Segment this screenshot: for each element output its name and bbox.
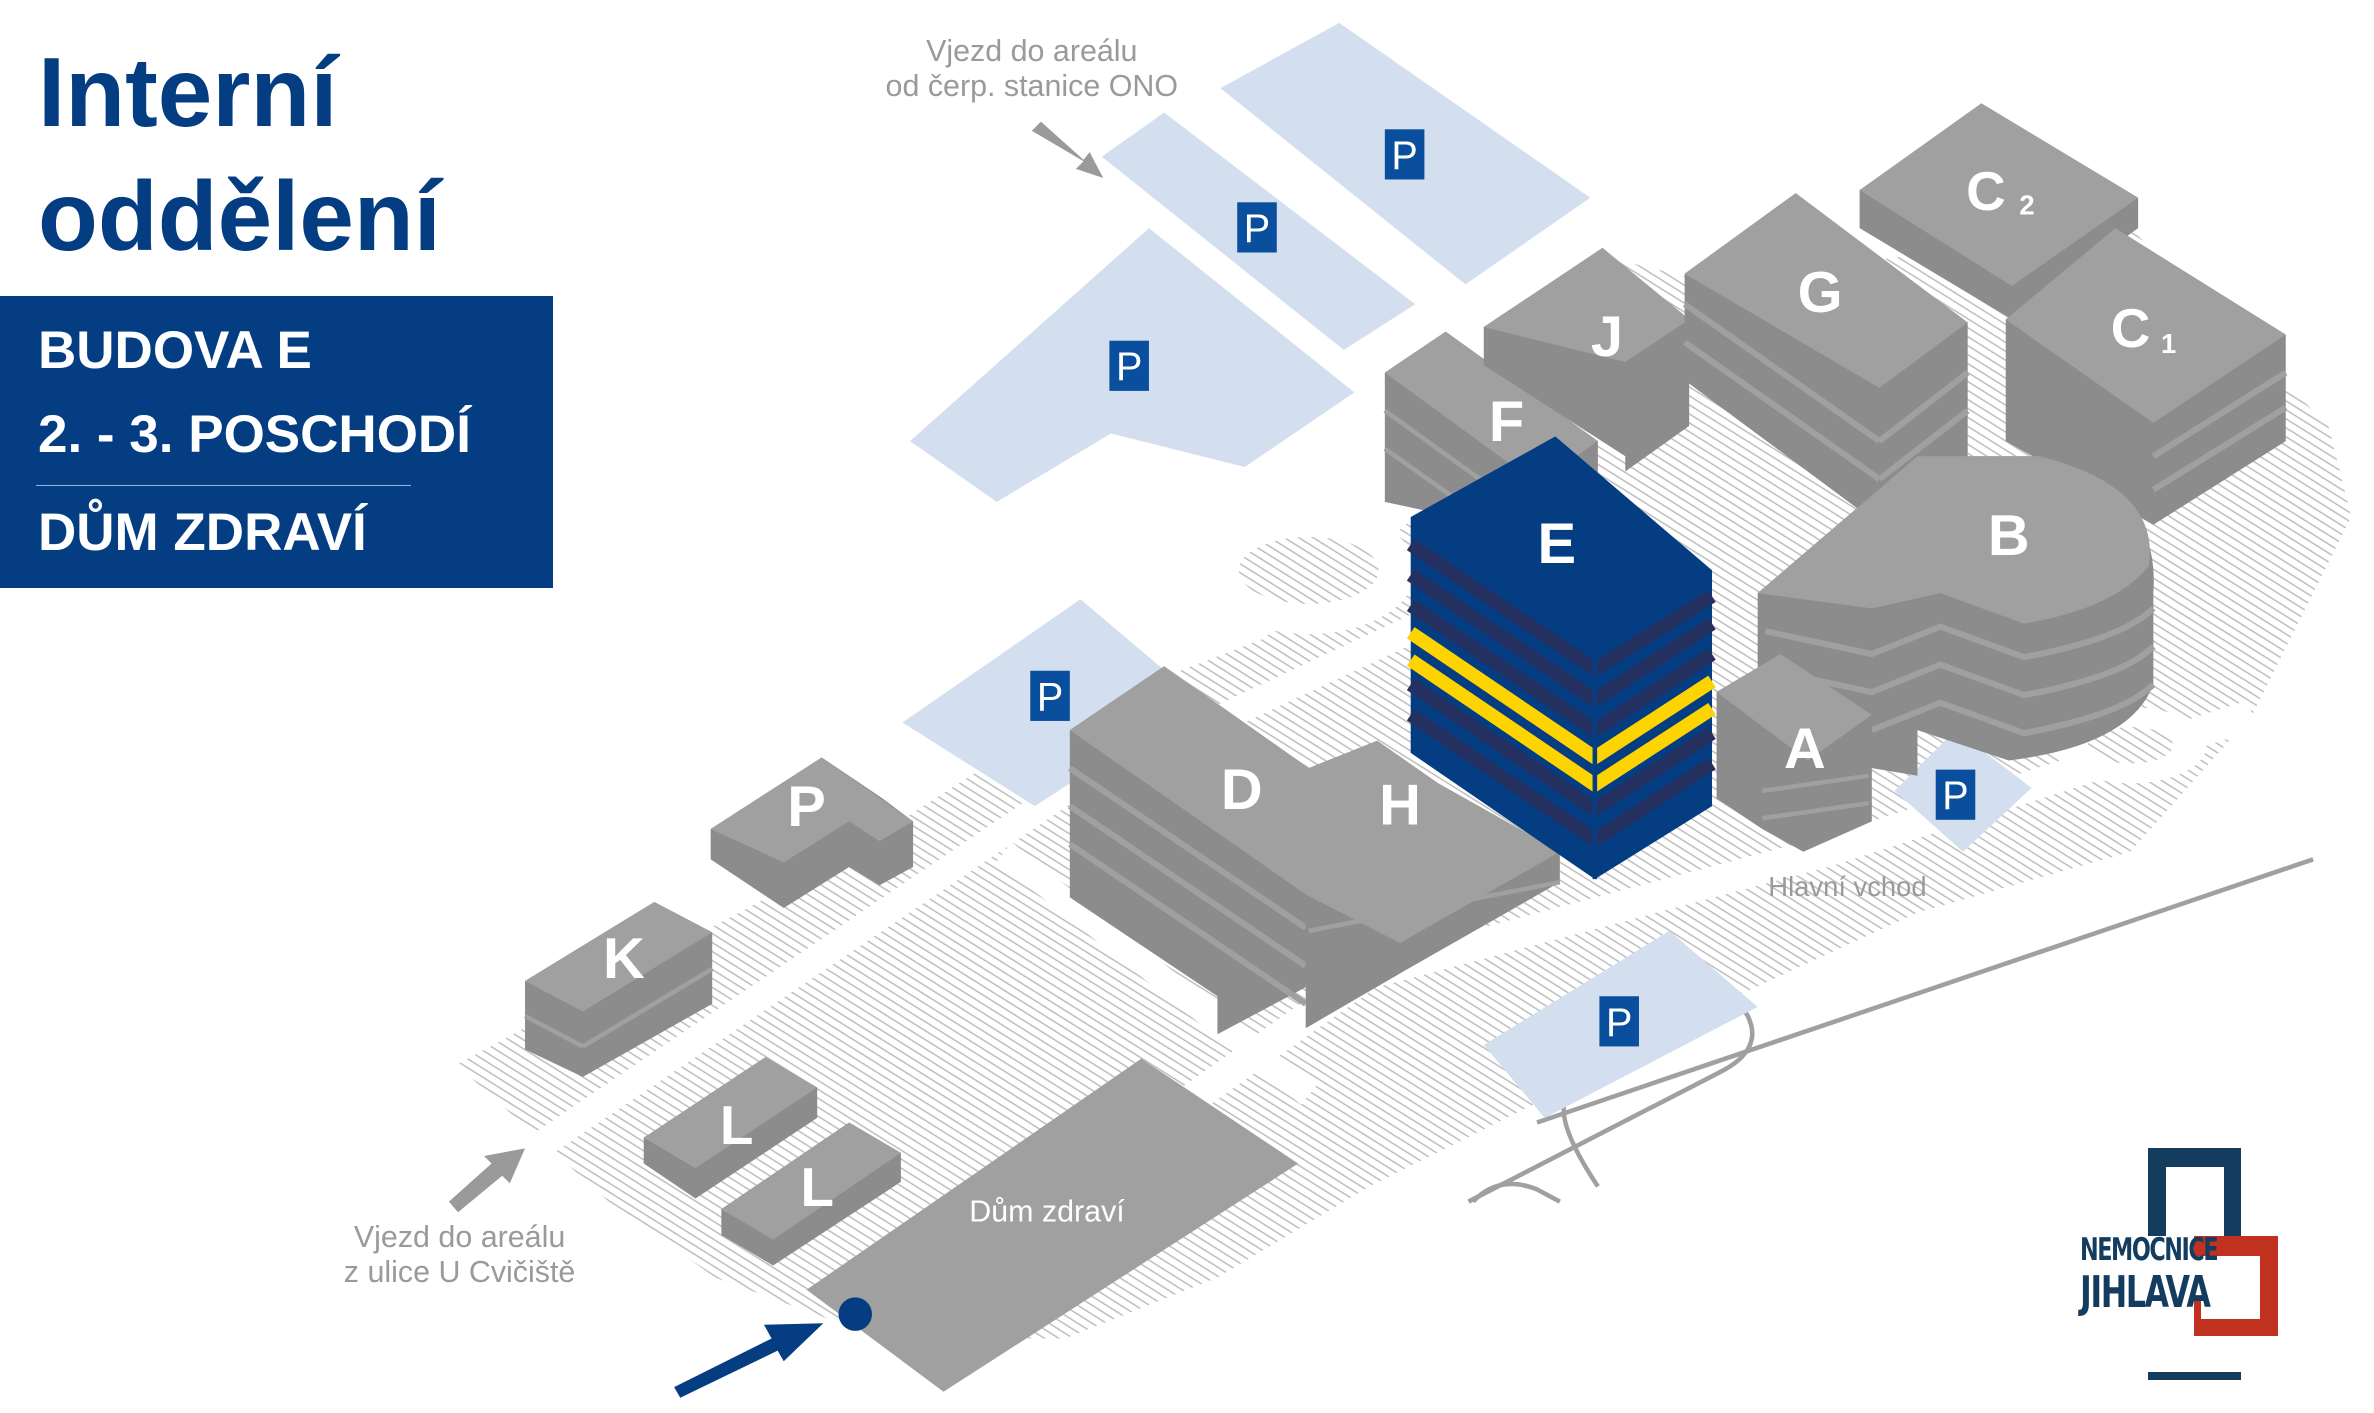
parking-sign: P [1237, 202, 1277, 253]
building-E-highlighted: E [1406, 436, 1716, 880]
svg-text:P: P [1606, 1001, 1632, 1045]
title-line-2: oddělení [38, 161, 441, 271]
building-L2: L [721, 1122, 901, 1266]
entrance-west-label: Vjezd do areálu [354, 1220, 565, 1254]
logo-line-2: JIHLAVA [2080, 1267, 2211, 1318]
building-B: B [1757, 456, 2156, 776]
building-C1: C 1 [2005, 228, 2288, 525]
logo-mark-icon [2148, 1148, 2278, 1380]
location-dot [838, 1297, 872, 1331]
location-arrow-icon [674, 1323, 824, 1398]
svg-text:F: F [1489, 390, 1524, 454]
svg-text:B: B [1988, 504, 2030, 568]
svg-text:P: P [1116, 345, 1142, 389]
svg-text:P: P [1037, 675, 1063, 719]
building-health-house: Dům zdraví [806, 1058, 1299, 1392]
svg-text:P: P [1942, 774, 1968, 818]
map-labels: Vjezd do areálu od čerp. stanice ONO Vje… [344, 34, 1927, 1398]
entrance-north-label-2: od čerp. stanice ONO [886, 69, 1178, 103]
arrow-icon [1031, 121, 1104, 178]
svg-text:P: P [787, 775, 826, 839]
svg-text:C: C [2111, 297, 2151, 359]
complex-name: DŮM ZDRAVÍ [38, 503, 367, 562]
svg-text:L: L [800, 1156, 833, 1218]
entrance-west-label-2: z ulice U Cvičiště [344, 1255, 576, 1289]
building-A: A [1716, 654, 1872, 852]
building-C2: C 2 [1859, 103, 2139, 320]
svg-text:L: L [720, 1094, 753, 1156]
title-line-1: Interní [38, 37, 338, 147]
entrance-north-label: Vjezd do areálu [926, 34, 1137, 68]
svg-text:E: E [1538, 512, 1577, 576]
svg-text:J: J [1591, 305, 1623, 369]
parking-sign: P [1384, 129, 1425, 180]
svg-text:A: A [1784, 717, 1826, 781]
arrow-icon [448, 1148, 526, 1213]
divider [36, 485, 411, 486]
buildings: Dům zdraví L L K P [523, 103, 2288, 1392]
main-entrance-label: Hlavní vchod [1768, 871, 1926, 902]
svg-text:2: 2 [2019, 189, 2034, 220]
building-K: K [523, 901, 714, 1077]
floor-range: 2. - 3. POSCHODÍ [38, 405, 471, 464]
parking-sign: P [1030, 670, 1070, 721]
svg-text:D: D [1221, 758, 1263, 822]
building-L1: L [643, 1057, 818, 1199]
building-J: J [1483, 247, 1690, 472]
svg-text:H: H [1379, 773, 1421, 837]
svg-text:Dům zdraví: Dům zdraví [969, 1194, 1125, 1228]
svg-text:K: K [603, 927, 645, 991]
svg-text:1: 1 [2161, 328, 2176, 359]
svg-text:P: P [1391, 134, 1417, 178]
svg-text:C: C [1966, 160, 2006, 222]
parking-signs: P P P P P P [1030, 129, 1976, 1047]
building-P: P [710, 757, 914, 909]
building-name: BUDOVA E [38, 321, 312, 380]
svg-text:G: G [1798, 261, 1843, 325]
parking-sign: P [1109, 340, 1149, 391]
parking-sign: P [1599, 996, 1639, 1047]
page-title: Interní oddělení [38, 30, 441, 278]
logo-line-1: NEMOCNICE [2080, 1232, 2219, 1268]
building-info-box: BUDOVA E 2. - 3. POSCHODÍ DŮM ZDRAVÍ [0, 296, 553, 588]
building-G: G [1682, 193, 1970, 525]
hospital-logo: NEMOCNICE JIHLAVA [2080, 1148, 2280, 1394]
building-H: H [1305, 740, 1561, 1029]
svg-text:P: P [1244, 207, 1270, 251]
parking-sign: P [1935, 769, 1976, 820]
